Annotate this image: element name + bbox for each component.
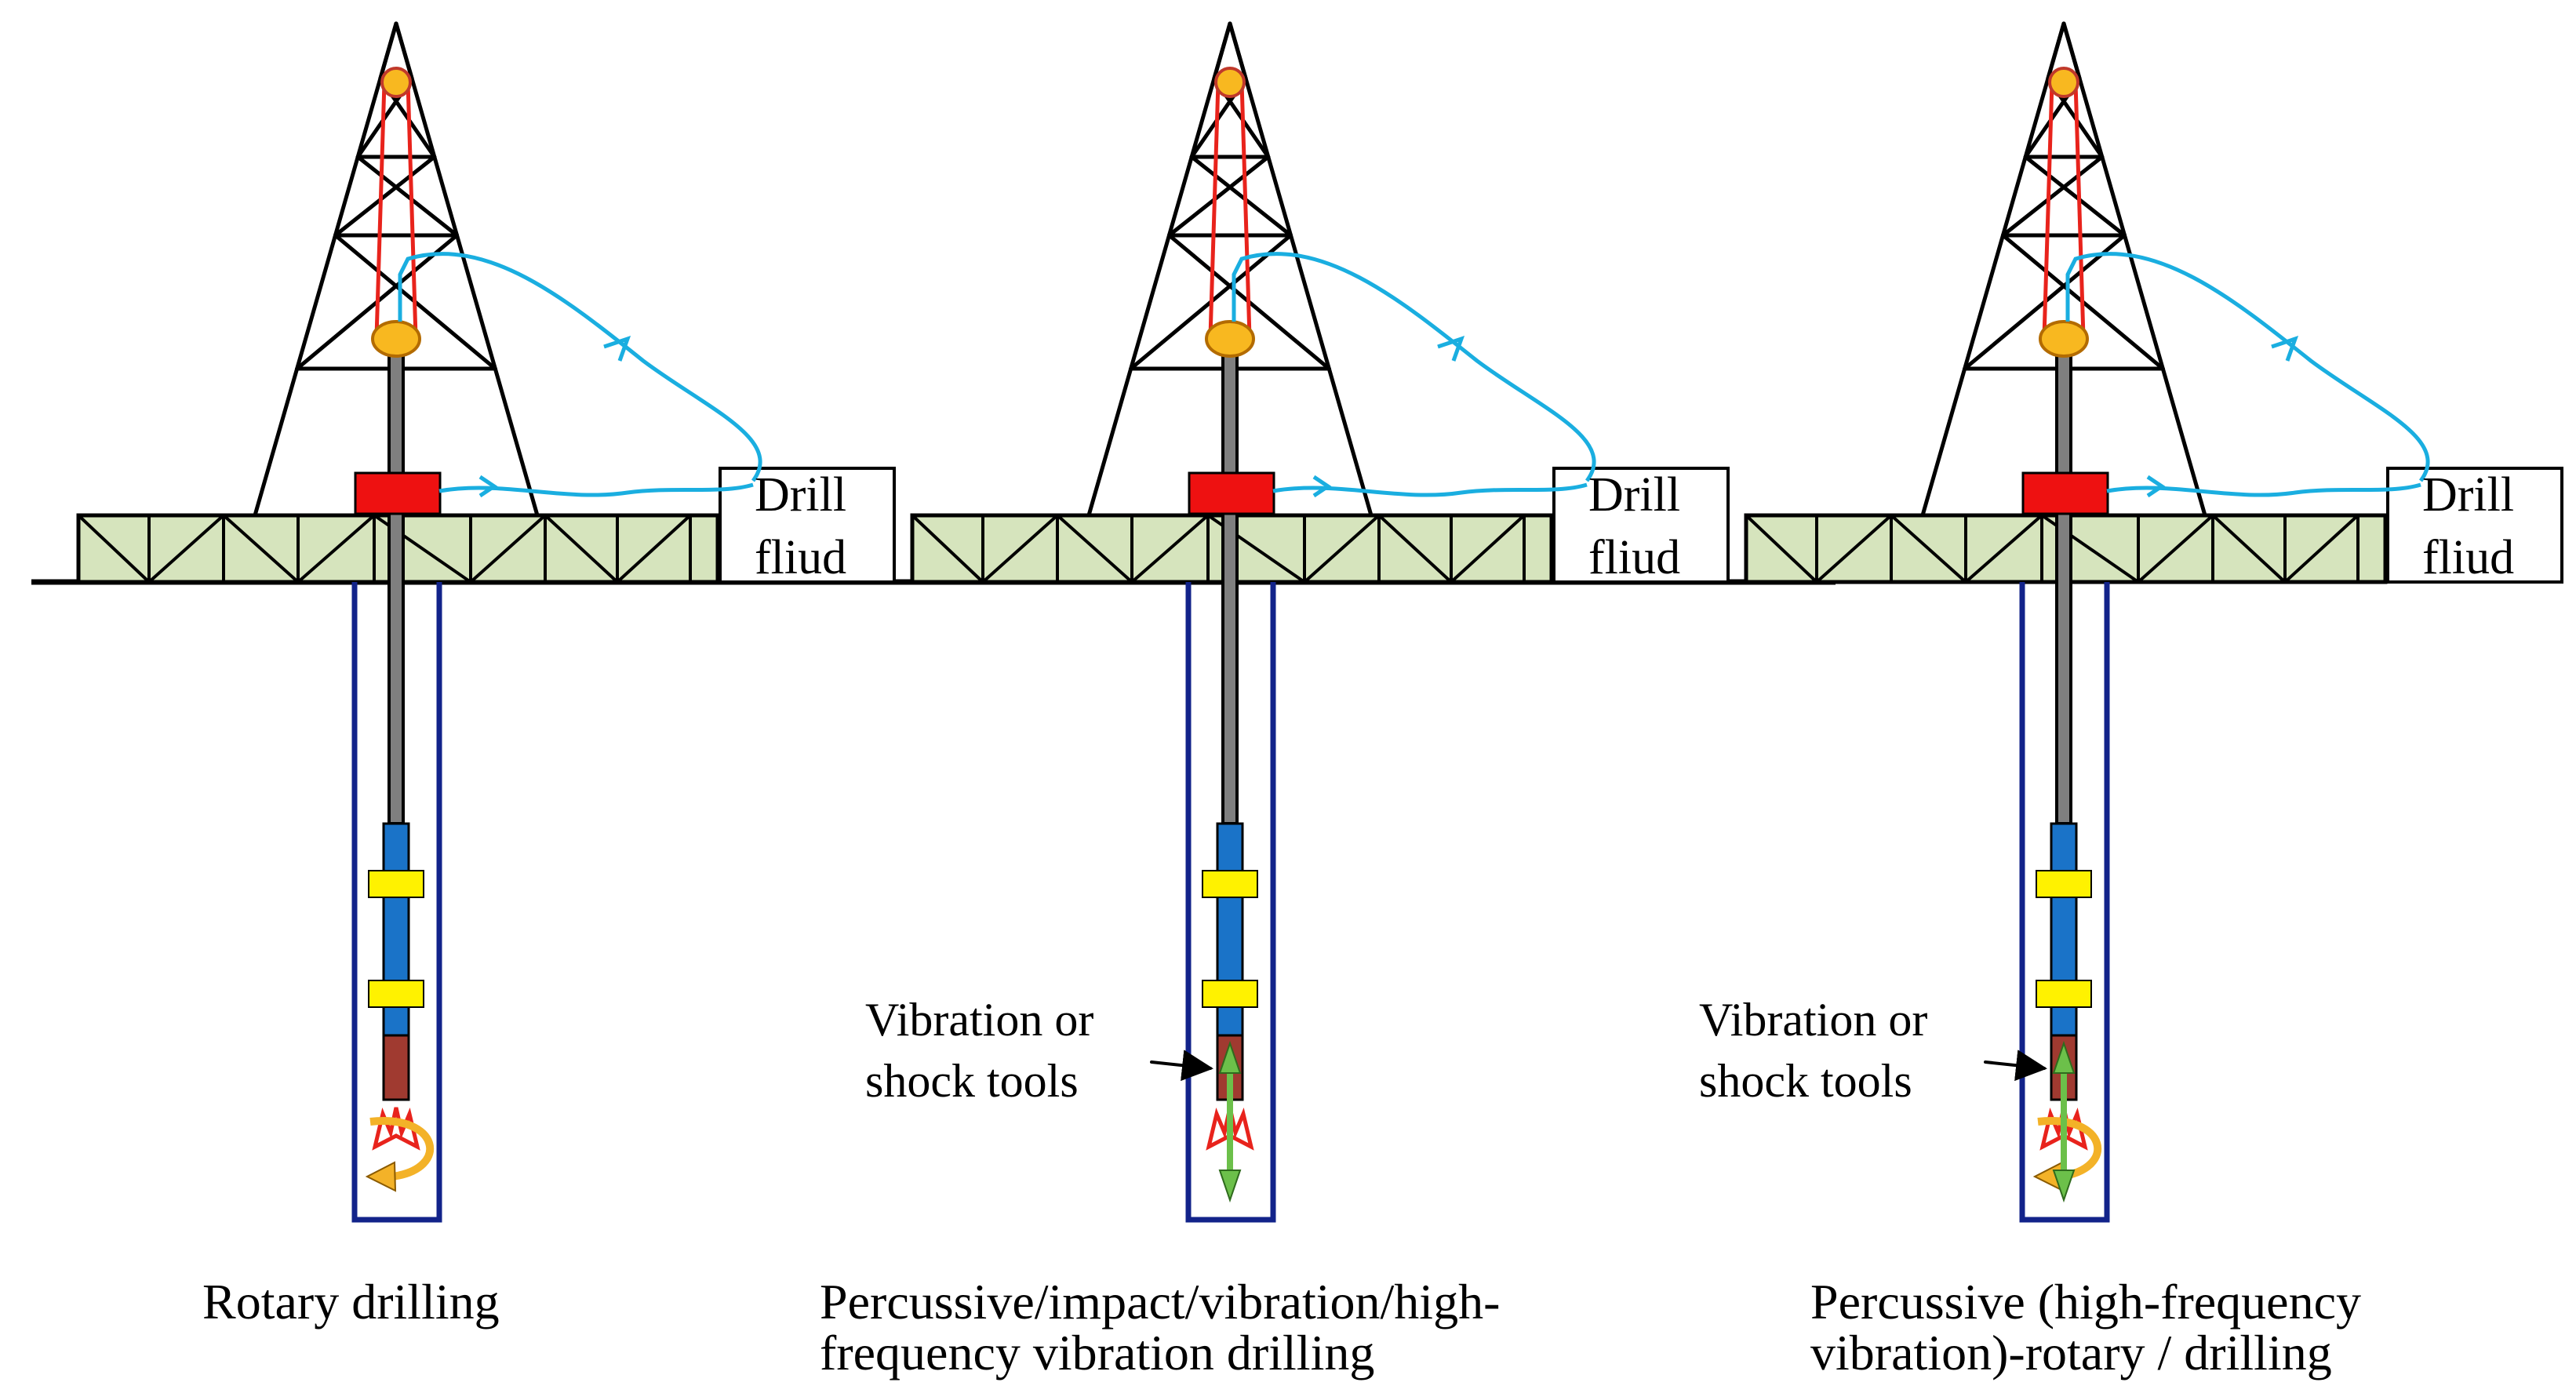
drill-fluid-label: fliud xyxy=(755,531,847,584)
lower-stabilizer xyxy=(2036,980,2092,1008)
drill-fluid-label: Drill xyxy=(755,468,847,522)
borehole xyxy=(2019,582,2110,1223)
traveling-block xyxy=(2039,320,2089,358)
drill-fluid-label: fliud xyxy=(1588,531,1681,584)
drill-fluid-label: Drill xyxy=(1588,468,1681,522)
crown-block xyxy=(1214,67,1246,98)
vibration-arrow xyxy=(2052,1040,2076,1203)
mud-circulation xyxy=(1232,252,1596,498)
drill-fluid-label: fliud xyxy=(2422,531,2515,584)
platform-truss xyxy=(911,514,1553,584)
mud-circulation xyxy=(2065,252,2430,498)
mud-feed-arrowhead xyxy=(2146,475,2166,498)
tool-pointer xyxy=(1984,1050,2047,1082)
lower-stabilizer xyxy=(1202,980,1258,1008)
drill-fluid-label: Drill xyxy=(2422,468,2515,522)
tool-pointer xyxy=(1150,1050,1213,1082)
shock-tool-label: shock tools xyxy=(865,1055,1079,1107)
rig-percussive-rotary xyxy=(1744,21,2563,1223)
hoist-lines xyxy=(2042,80,2086,340)
platform-truss xyxy=(77,514,719,584)
rig-caption: Rotary drilling xyxy=(202,1274,500,1330)
platform-truss xyxy=(1745,514,2387,584)
hoist-lines xyxy=(374,80,418,340)
upper-stabilizer xyxy=(1202,870,1258,898)
traveling-block xyxy=(371,320,421,358)
rotary-table xyxy=(2021,471,2109,515)
mud-circulation xyxy=(398,252,762,498)
rig-caption: Percussive (high-frequency xyxy=(1810,1274,2361,1330)
crown-block xyxy=(2048,67,2079,98)
borehole xyxy=(351,582,442,1223)
bottom-hole-assembly xyxy=(368,822,424,1151)
rig-percussive xyxy=(910,21,1730,1223)
upper-stabilizer xyxy=(2036,870,2092,898)
shock-tool-label: Vibration or xyxy=(865,994,1094,1046)
rig-caption: frequency vibration drilling xyxy=(820,1325,1375,1381)
upper-stabilizer xyxy=(368,870,424,898)
shock-tool-sub xyxy=(382,1034,410,1101)
drill-pipe xyxy=(387,336,405,825)
hoist-lines xyxy=(1208,80,1252,340)
rig-rotary xyxy=(76,21,896,1223)
shock-tool-label: Vibration or xyxy=(1699,994,1928,1046)
vibration-arrow xyxy=(1218,1040,1242,1203)
lower-stabilizer xyxy=(368,980,424,1008)
borehole xyxy=(1185,582,1276,1223)
rig-caption: Percussive/impact/vibration/high- xyxy=(820,1274,1501,1330)
rotation-arrow xyxy=(369,1117,435,1180)
rotary-table xyxy=(354,471,442,515)
crown-block xyxy=(380,67,412,98)
shock-tool-label: shock tools xyxy=(1699,1055,1912,1107)
rotation-arrowhead xyxy=(365,1161,397,1192)
mud-feed-arrowhead xyxy=(478,475,498,498)
mud-feed-arrowhead xyxy=(1312,475,1332,498)
rotary-table xyxy=(1188,471,1275,515)
drill-pipe xyxy=(2055,336,2072,825)
mud-return-arrowhead xyxy=(603,336,631,362)
drill-pipe xyxy=(1221,336,1239,825)
traveling-block xyxy=(1205,320,1255,358)
mud-return-arrowhead xyxy=(1437,336,1465,362)
mud-return-arrowhead xyxy=(2271,336,2299,362)
rig-caption: vibration)-rotary / drilling xyxy=(1810,1325,2332,1381)
